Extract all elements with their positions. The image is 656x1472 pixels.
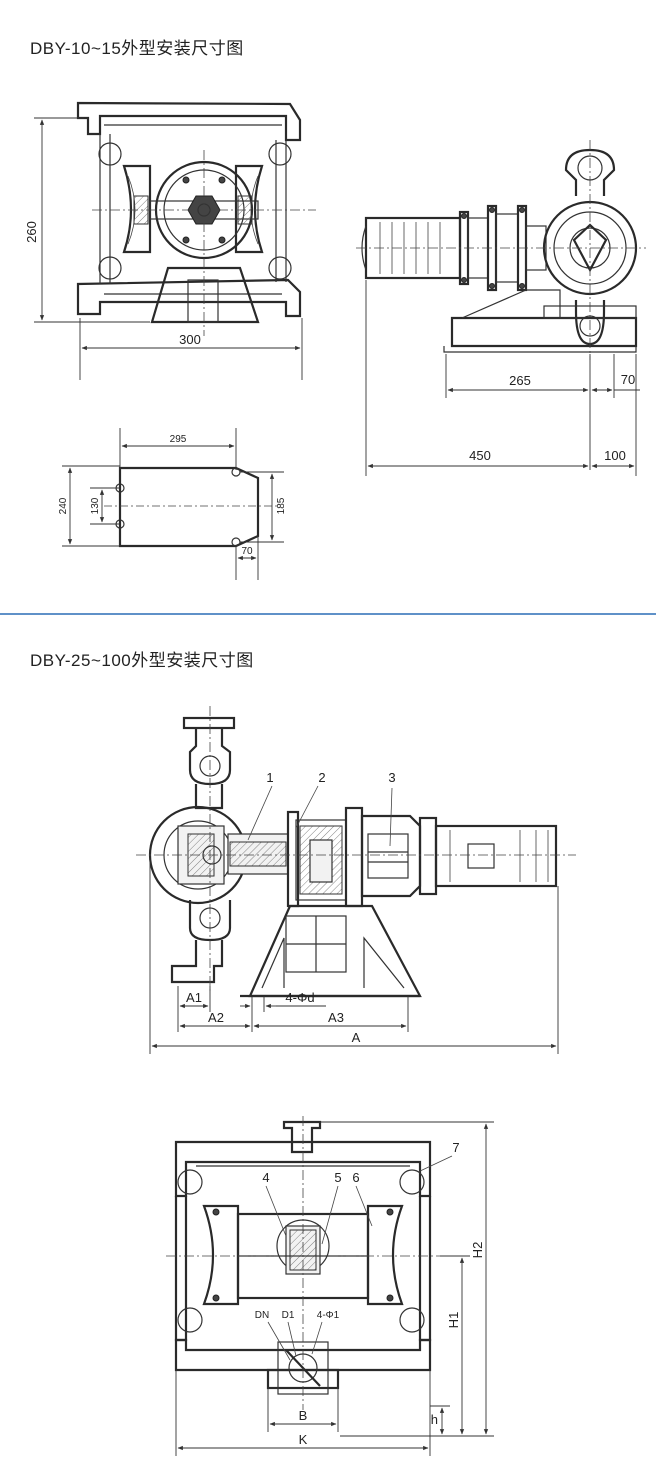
dimension-185: 185 [240,471,287,543]
svg-text:2: 2 [318,770,325,785]
svg-text:260: 260 [24,221,39,243]
svg-text:450: 450 [469,448,491,463]
dimension-450: 450 [365,280,589,476]
dimension-4-phi-d: 4-Φd [240,990,326,1032]
svg-text:1: 1 [266,770,273,785]
dimension-B: B [267,1388,339,1432]
svg-text:h: h [431,1412,438,1427]
dimension-H2: H2 [320,1121,494,1437]
svg-text:3: 3 [388,770,395,785]
svg-text:A3: A3 [328,1010,344,1025]
dimension-A3: A3 [253,996,409,1032]
dimension-A2: A2 [179,1010,251,1029]
large-pump-side-view [136,706,576,998]
dimension-K: K [175,1370,431,1456]
small-base-plan-view [104,466,280,548]
svg-text:7: 7 [452,1140,459,1155]
svg-text:H2: H2 [470,1242,485,1259]
small-pump-side-view [356,140,646,360]
svg-text:70: 70 [621,372,635,387]
svg-text:H1: H1 [446,1312,461,1329]
part-callouts-top: 1 2 3 [247,770,396,847]
svg-text:295: 295 [170,434,187,445]
inlet-callouts: DN D1 4-Φ1 [255,1310,340,1361]
dimension-295: 295 [119,428,237,470]
small-pump-front-view [76,101,316,336]
large-pump-front-view [166,1116,446,1410]
svg-text:D1: D1 [282,1310,295,1321]
svg-text:4-Φ1: 4-Φ1 [317,1310,340,1321]
svg-text:4: 4 [262,1170,269,1185]
svg-text:300: 300 [179,332,201,347]
part-callouts-bottom: 4 5 6 7 [262,1140,460,1245]
svg-text:70: 70 [241,546,253,557]
dimension-h: h [430,1405,450,1435]
svg-text:A1: A1 [186,990,202,1005]
svg-text:A: A [352,1030,361,1045]
svg-text:265: 265 [509,373,531,388]
dimension-100: 100 [591,354,637,476]
svg-text:240: 240 [58,497,69,514]
svg-text:DN: DN [255,1310,269,1321]
bottom-section-title: DBY-25~100外型安装尺寸图 [30,651,254,670]
dimension-260: 260 [24,117,150,323]
dimension-70-base: 70 [235,536,259,580]
svg-text:4-Φd: 4-Φd [285,990,314,1005]
dimension-130: 130 [90,487,120,525]
svg-text:130: 130 [90,497,101,514]
svg-text:B: B [299,1408,308,1423]
svg-text:6: 6 [352,1170,359,1185]
top-section-title: DBY-10~15外型安装尺寸图 [30,39,244,58]
dimension-240: 240 [58,465,120,547]
svg-text:K: K [299,1432,308,1447]
dimension-70-side: 70 [591,354,640,398]
dimension-265: 265 [445,354,591,470]
dimension-A: A [149,860,559,1054]
dimension-A1: A1 [177,986,211,1032]
svg-text:A2: A2 [208,1010,224,1025]
svg-text:100: 100 [604,448,626,463]
dimension-300: 300 [79,318,303,380]
svg-text:185: 185 [276,497,287,514]
svg-text:5: 5 [334,1170,341,1185]
dimension-H1: H1 [440,1255,470,1435]
